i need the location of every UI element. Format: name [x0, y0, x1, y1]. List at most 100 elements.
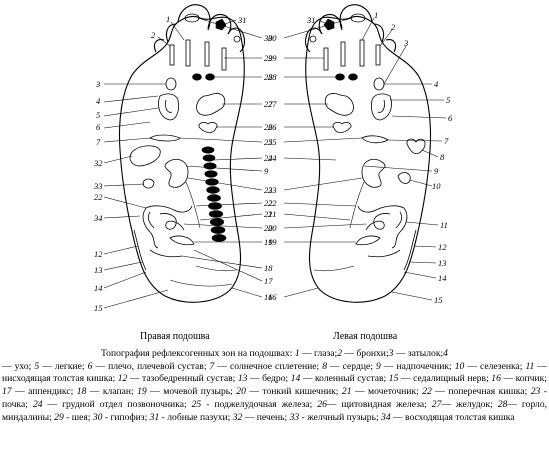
- caption-item: 10 — селезенка;: [454, 360, 523, 372]
- left-label-26: 26: [268, 122, 277, 132]
- caption-item: 4: [443, 348, 448, 359]
- left-label-2: 2: [391, 22, 396, 32]
- caption-item: 7 — солнечное сплетение;: [209, 360, 320, 372]
- left-label-15: 15: [434, 295, 443, 305]
- sole-reflexology-figure: 1 31 2 30 29 3 28 4 5 27 6 26 7 25 32 24…: [93, 4, 453, 313]
- left-label-11: 11: [440, 220, 448, 230]
- right-label-19: 19: [264, 237, 273, 247]
- right-label-6: 6: [96, 122, 101, 132]
- caption-item: 1 — глаза;: [294, 348, 338, 359]
- right-label-14: 14: [94, 283, 103, 293]
- left-sole-outline: [305, 15, 431, 303]
- left-label-4: 4: [434, 79, 439, 89]
- caption-item: 20 — тонкий кишечник;: [236, 386, 339, 398]
- caption-item: 15 — седалищный нерв;: [388, 373, 489, 385]
- left-label-29: 29: [268, 53, 277, 63]
- right-label-20: 20: [264, 223, 273, 233]
- right-label-18: 18: [264, 263, 273, 273]
- right-label-22: 22: [94, 192, 103, 202]
- left-label-16: 16: [268, 292, 277, 302]
- left-label-1: 1: [374, 10, 378, 20]
- right-label-1: 1: [166, 14, 170, 24]
- right-label-2: 2: [151, 30, 156, 40]
- caption-title-line: Топография рефлексогенных зон на подошва…: [2, 348, 547, 361]
- right-sole-labels: 1 31 2 30 29 3 28 4 5 27 6 26 7 25 32 24…: [93, 14, 273, 313]
- right-label-9: 9: [264, 166, 269, 176]
- right-toe-3: [227, 27, 245, 53]
- left-label-8: 8: [440, 152, 445, 162]
- right-label-28: 28: [264, 72, 273, 82]
- right-label-13: 13: [94, 265, 103, 275]
- right-label-33: 33: [93, 181, 103, 191]
- right-label-12: 12: [94, 249, 103, 259]
- left-label-21: 21: [268, 209, 277, 219]
- left-label-14: 14: [438, 273, 447, 283]
- left-label-12: 12: [438, 242, 447, 252]
- right-label-17: 17: [264, 276, 273, 286]
- right-label-4: 4: [96, 96, 101, 106]
- left-toe-4: [373, 23, 385, 43]
- right-label-34: 34: [93, 213, 103, 223]
- caption-item: 21 — мочеточник;: [341, 386, 419, 398]
- right-sole-outline: [119, 15, 245, 303]
- caption-item: 14 — коленный сустав;: [290, 373, 387, 385]
- right-label-5: 5: [96, 110, 100, 120]
- left-toe-big: [339, 4, 373, 31]
- caption-item: 28— горло, миндалины;: [2, 398, 548, 423]
- right-toe-4: [165, 23, 177, 43]
- left-toe-5: [385, 39, 397, 53]
- right-label-23: 23: [264, 185, 273, 195]
- left-sole-subtitle: Левая подошва: [333, 331, 398, 342]
- caption-item: 11 — нисходящая толстая кишка;: [2, 360, 547, 385]
- left-sole: [305, 4, 431, 303]
- right-sole-subtitle: Правая подошва: [140, 331, 210, 342]
- caption-item: 27— желудок;: [431, 398, 493, 410]
- caption-item: 25 - поджелудочная железа;: [191, 398, 313, 410]
- caption-item: 24 — грудной отдел позвоночника;: [32, 398, 187, 410]
- caption-item: 13 — бедро;: [237, 373, 289, 385]
- caption-item: 29 - шея;: [54, 411, 91, 423]
- right-label-3: 3: [95, 79, 100, 89]
- caption-item: 31 - лобные пазухи;: [149, 411, 231, 423]
- left-label-19: 19: [268, 237, 277, 247]
- right-toe-big: [177, 4, 211, 31]
- caption-item: 32 — печень;: [232, 411, 288, 423]
- caption-item: 33 - желчный пузырь;: [289, 411, 379, 423]
- left-label-13: 13: [438, 258, 447, 268]
- right-label-7: 7: [96, 137, 101, 147]
- right-label-29: 29: [264, 53, 273, 63]
- left-label-25: 25: [268, 137, 277, 147]
- caption-item: 34 — восходящая толстая кишка: [381, 411, 515, 423]
- left-label-7: 7: [444, 136, 449, 146]
- right-label-30: 30: [263, 33, 273, 43]
- left-toe-2: [318, 13, 343, 35]
- left-label-27: 27: [268, 99, 277, 109]
- caption-item: 3 — затылок;: [388, 348, 444, 359]
- right-toe-5: [153, 39, 165, 53]
- left-sole-labels: 31 1 2 30 29 3 28 4 5 27 6 26 7 25 8 24 …: [267, 10, 453, 305]
- left-label-10: 10: [432, 181, 441, 191]
- left-label-28: 28: [268, 72, 277, 82]
- caption-item: 17 — аппендикс;: [2, 386, 74, 398]
- right-label-16: 16: [264, 292, 273, 302]
- right-label-24: 24: [264, 153, 273, 163]
- caption-item: 5 — легкие;: [34, 360, 85, 372]
- right-sole: [119, 4, 245, 303]
- right-label-21: 21: [264, 209, 273, 219]
- caption-item: 23 - почка;: [2, 386, 547, 410]
- left-label-24: 24: [268, 153, 277, 163]
- right-label-22b: 22: [264, 198, 273, 208]
- left-label-31: 31: [306, 15, 316, 25]
- left-toe-3: [305, 27, 323, 53]
- left-label-3: 3: [403, 38, 408, 48]
- caption-item: 8 — сердце;: [322, 360, 373, 372]
- caption-item: 19 — мочевой пузырь;: [137, 386, 233, 398]
- left-label-6: 6: [448, 113, 453, 123]
- left-label-20: 20: [268, 223, 277, 233]
- caption-title: Топография рефлексогенных зон на подошва…: [101, 348, 293, 359]
- right-label-32: 32: [93, 158, 103, 168]
- caption-item: 16 — копчик;: [491, 373, 547, 385]
- right-label-27: 27: [264, 99, 273, 109]
- caption-item: 9 — надпочечник;: [375, 360, 452, 372]
- caption-item: 6 — плечо, плечевой сустав;: [87, 360, 207, 372]
